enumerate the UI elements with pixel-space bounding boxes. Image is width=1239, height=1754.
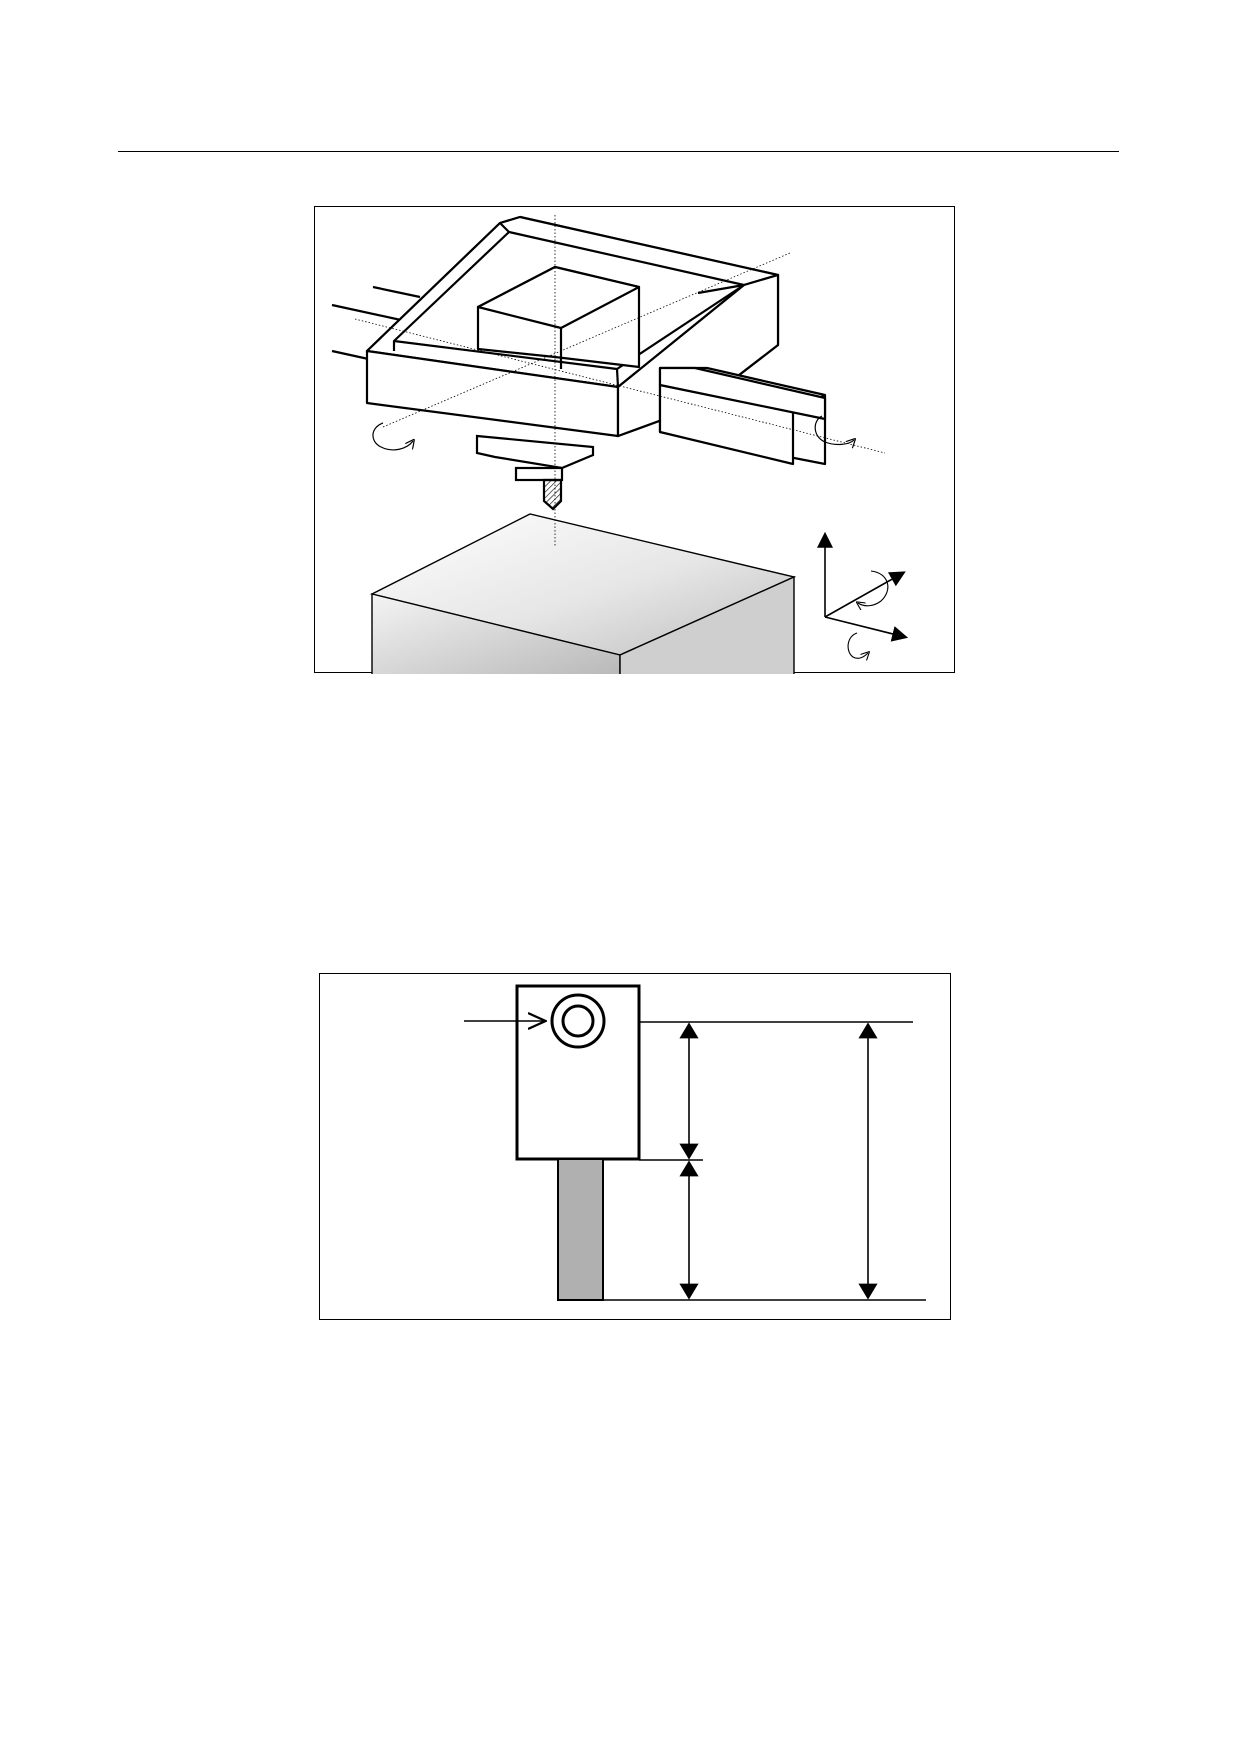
- machine-head-figure: [314, 206, 955, 674]
- spindle-head-cube: [476, 265, 641, 369]
- reference-point-icon: [550, 993, 606, 1049]
- tool-length-figure: [319, 973, 951, 1320]
- dimension-lines: [679, 1022, 878, 1300]
- tool-shank: [557, 1158, 604, 1301]
- rotation-arrow-left: [372, 422, 413, 451]
- right-rail: [658, 366, 827, 466]
- tool-holder: [515, 984, 641, 1161]
- workpiece-block: [369, 513, 797, 674]
- spindle-body: [475, 434, 595, 511]
- tool-length-drawing: [464, 984, 926, 1301]
- machine-head-drawing: [331, 215, 909, 674]
- header-rule: [118, 151, 1119, 152]
- axis-symbol: [817, 531, 909, 658]
- construction-lines: [354, 215, 886, 547]
- extension-lines: [603, 1021, 926, 1301]
